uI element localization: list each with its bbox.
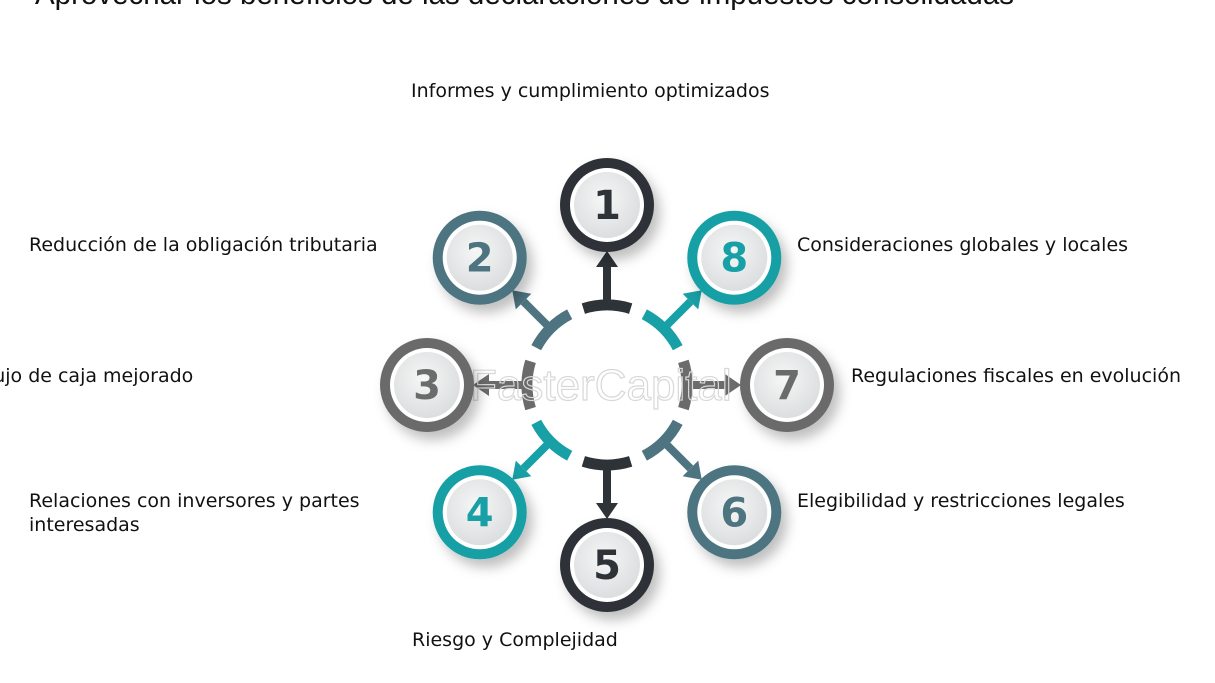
- step-6-label: Elegibilidad y restricciones legales: [797, 490, 1125, 512]
- step-7-label: Regulaciones fiscales en evolución: [851, 365, 1181, 387]
- arrow-shaft: [520, 298, 554, 332]
- ring-segment: [531, 419, 573, 461]
- arrow-shaft: [660, 298, 694, 332]
- step-number: 6: [720, 490, 748, 536]
- ring-segment: [641, 309, 683, 351]
- arrow-head-icon: [512, 290, 532, 310]
- step-8-label: Consideraciones globales y locales: [797, 234, 1129, 256]
- step-1-circle: 1: [560, 158, 654, 252]
- arrow-shaft: [520, 438, 554, 472]
- step-7-circle: 7: [740, 338, 834, 432]
- step-number: 4: [466, 490, 494, 536]
- arrow-head-icon: [682, 290, 702, 310]
- step-6-circle: 6: [687, 465, 782, 560]
- arrow-head-icon: [596, 503, 618, 519]
- step-3-circle: 3: [380, 338, 474, 432]
- arrow-shaft: [660, 438, 694, 472]
- step-4-circle: 4: [432, 465, 527, 560]
- ring-segment: [521, 359, 536, 411]
- step-8-circle: 8: [687, 210, 782, 305]
- ring-segment: [641, 419, 683, 461]
- step-4-label: Relaciones con inversores y partes inter…: [29, 490, 360, 536]
- step-2-label: Reducción de la obligación tributaria: [29, 234, 378, 256]
- arrow-head-icon: [473, 374, 489, 396]
- ring-segment: [581, 299, 633, 314]
- arrow-head-icon: [596, 251, 618, 267]
- arrow-head-icon: [512, 460, 532, 480]
- step-number: 2: [466, 236, 494, 282]
- step-5-circle: 5: [560, 518, 654, 612]
- step-5-label: Riesgo y Complejidad: [412, 629, 618, 651]
- step-number: 1: [593, 183, 621, 229]
- arrow-head-icon: [682, 460, 702, 480]
- step-2-circle: 2: [432, 210, 527, 305]
- step-number: 8: [720, 236, 748, 282]
- step-number: 3: [413, 363, 441, 409]
- ring-segment: [531, 309, 573, 351]
- step-1-label: Informes y cumplimiento optimizados: [411, 80, 770, 102]
- step-number: 7: [773, 363, 801, 409]
- arrow-head-icon: [725, 374, 741, 396]
- watermark-text: FasterCapital: [470, 361, 732, 410]
- step-3-label: Flujo de caja mejorado: [0, 365, 194, 387]
- ring-segment: [678, 359, 693, 411]
- page-title: Aprovechar los beneficios de las declara…: [35, 0, 1014, 12]
- ring-segment: [581, 456, 633, 471]
- step-number: 5: [593, 543, 621, 589]
